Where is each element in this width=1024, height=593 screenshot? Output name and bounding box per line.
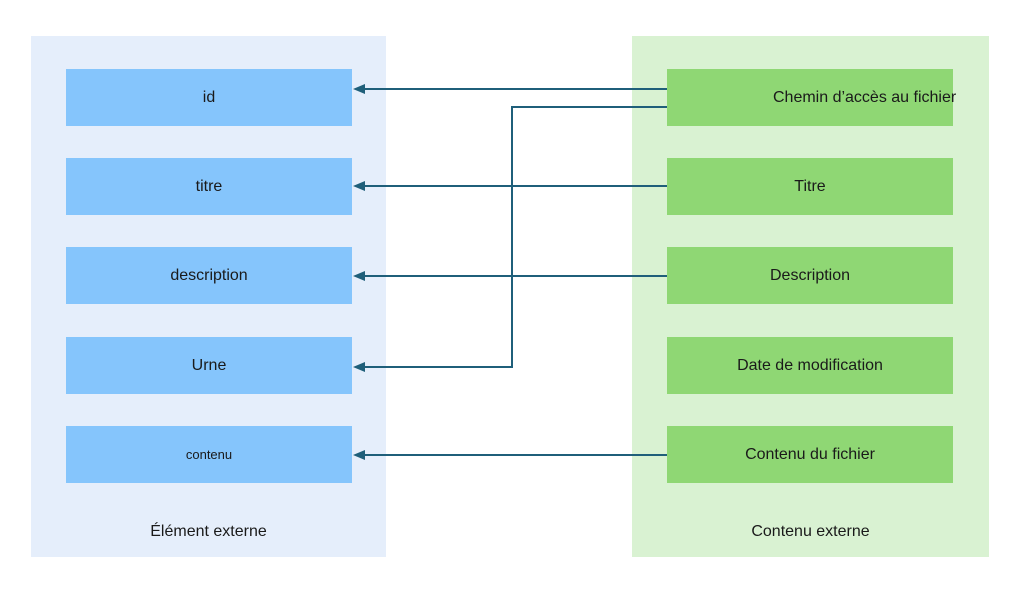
left-field-description: description bbox=[66, 247, 352, 304]
right-panel-caption: Contenu externe bbox=[751, 523, 870, 540]
right-field-label: Contenu du fichier bbox=[745, 445, 875, 463]
right-field-label: Titre bbox=[794, 177, 826, 195]
connector-filepath-to-urne bbox=[361, 106, 667, 368]
left-field-label: id bbox=[202, 88, 216, 106]
left-field-label: Urne bbox=[191, 356, 227, 374]
left-field-contenu: contenu bbox=[66, 426, 352, 483]
right-field-label: Description bbox=[769, 266, 851, 284]
right-field-file-path: Chemin d’accès au fichier bbox=[667, 69, 957, 126]
right-field-modification-date: Date de modification bbox=[667, 337, 953, 394]
left-field-label: titre bbox=[195, 177, 223, 195]
left-panel-caption: Élément externe bbox=[150, 523, 267, 540]
right-field-label: Chemin d’accès au fichier bbox=[773, 88, 957, 106]
left-field-label: description bbox=[170, 266, 248, 284]
right-field-title: Titre bbox=[667, 158, 953, 215]
right-field-description: Description bbox=[667, 247, 953, 304]
left-field-urne: Urne bbox=[66, 337, 352, 394]
left-field-label: contenu bbox=[185, 447, 233, 462]
right-field-file-content: Contenu du fichier bbox=[667, 426, 953, 483]
left-field-id: id bbox=[66, 69, 352, 126]
left-field-titre: titre bbox=[66, 158, 352, 215]
right-field-label: Date de modification bbox=[737, 356, 883, 374]
